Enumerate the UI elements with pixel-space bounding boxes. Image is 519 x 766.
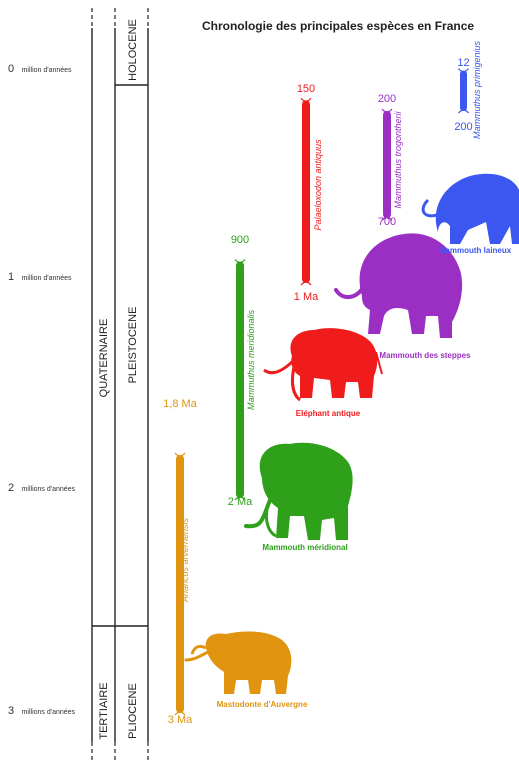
time-tick-3: 3 millions d'années	[8, 701, 76, 718]
common-name-meridionalis: Mammouth méridional	[262, 543, 347, 552]
range-bracket-top-meridionalis	[235, 260, 245, 263]
mastodon-tusk	[186, 652, 208, 660]
range-bracket-top-anancus	[175, 453, 185, 456]
steppe-mammoth-tusk	[336, 286, 364, 297]
range-start-label-anancus: 3 Ma	[168, 714, 193, 726]
woolly-mammoth-body	[436, 174, 519, 244]
range-bar-trogontherii	[383, 111, 391, 219]
common-name-trogontherii: Mammouth des steppes	[379, 351, 471, 360]
range-end-label-palaeoloxodon: 150	[297, 83, 315, 95]
latin-name-meridionalis: Mammuthus meridionalis	[246, 309, 256, 410]
mastodon-body	[206, 632, 292, 694]
southern-mammoth-trunk	[266, 504, 276, 536]
range-end-label-trogontherii: 200	[378, 93, 396, 105]
elephant-tusk	[264, 360, 294, 373]
era-quaternaire: QUATERNAIRE	[98, 319, 110, 398]
range-bar-primigenius	[460, 71, 467, 111]
latin-name-anancus: Anancus arvernensis	[180, 517, 190, 603]
era-tertiaire: TERTIAIRE	[98, 682, 110, 739]
silhouette-meridionalis	[246, 443, 353, 540]
latin-name-primigenius: Mammuthus primigenius	[472, 40, 482, 139]
common-name-palaeoloxodon: Eléphant antique	[296, 409, 361, 418]
diagram-title: Chronologie des principales espèces en F…	[202, 19, 474, 33]
range-start-label-trogontherii: 700	[378, 216, 396, 228]
range-end-label-anancus: 1,8 Ma	[163, 398, 198, 410]
time-tick-2: 2 millions d'années	[8, 478, 76, 495]
latin-name-palaeoloxodon: Palaeloxodon antiquus	[313, 139, 323, 231]
silhouette-anancus	[186, 632, 291, 694]
common-name-anancus: Mastodonte d'Auvergne	[217, 700, 308, 709]
silhouette-primigenius	[423, 174, 519, 244]
range-end-label-meridionalis: 900	[231, 234, 249, 246]
range-bracket-bottom-palaeoloxodon	[301, 282, 311, 285]
southern-mammoth-body	[260, 443, 353, 540]
time-tick-1: 1 million d'années	[8, 267, 72, 284]
silhouette-palaeoloxodon	[264, 328, 382, 400]
range-bar-meridionalis	[236, 262, 244, 499]
common-name-primigenius: Mammouth laineux	[439, 246, 512, 255]
range-bar-palaeoloxodon	[302, 100, 310, 283]
range-end-label-primigenius: 12	[457, 57, 469, 69]
range-bracket-bottom-primigenius	[459, 110, 469, 113]
time-tick-0: 0 million d'années	[8, 59, 72, 76]
species-layer: 1,8 Ma 3 Ma Anancus arvernensisMastodonte …	[163, 40, 519, 726]
range-bracket-top-primigenius	[459, 69, 469, 72]
latin-name-trogontherii: Mammuthus trogontherii	[393, 110, 403, 208]
time-axis: 0 million d'années 1 million d'années 2 …	[8, 59, 76, 718]
elephant-body	[290, 328, 377, 398]
range-bracket-top-palaeoloxodon	[301, 98, 311, 101]
range-start-label-meridionalis: 2 Ma	[228, 496, 253, 508]
range-start-label-primigenius: 200	[454, 121, 472, 133]
range-bracket-top-trogontherii	[382, 109, 392, 112]
epoch-pleistocene: PLEISTOCENE	[127, 307, 139, 384]
range-start-label-palaeoloxodon: 1 Ma	[294, 291, 319, 303]
epoch-pliocene: PLIOCENE	[127, 683, 139, 739]
period-labels: QUATERNAIRE TERTIAIRE HOLOCENE PLEISTOCE…	[98, 19, 139, 740]
epoch-holocene: HOLOCENE	[127, 19, 139, 81]
